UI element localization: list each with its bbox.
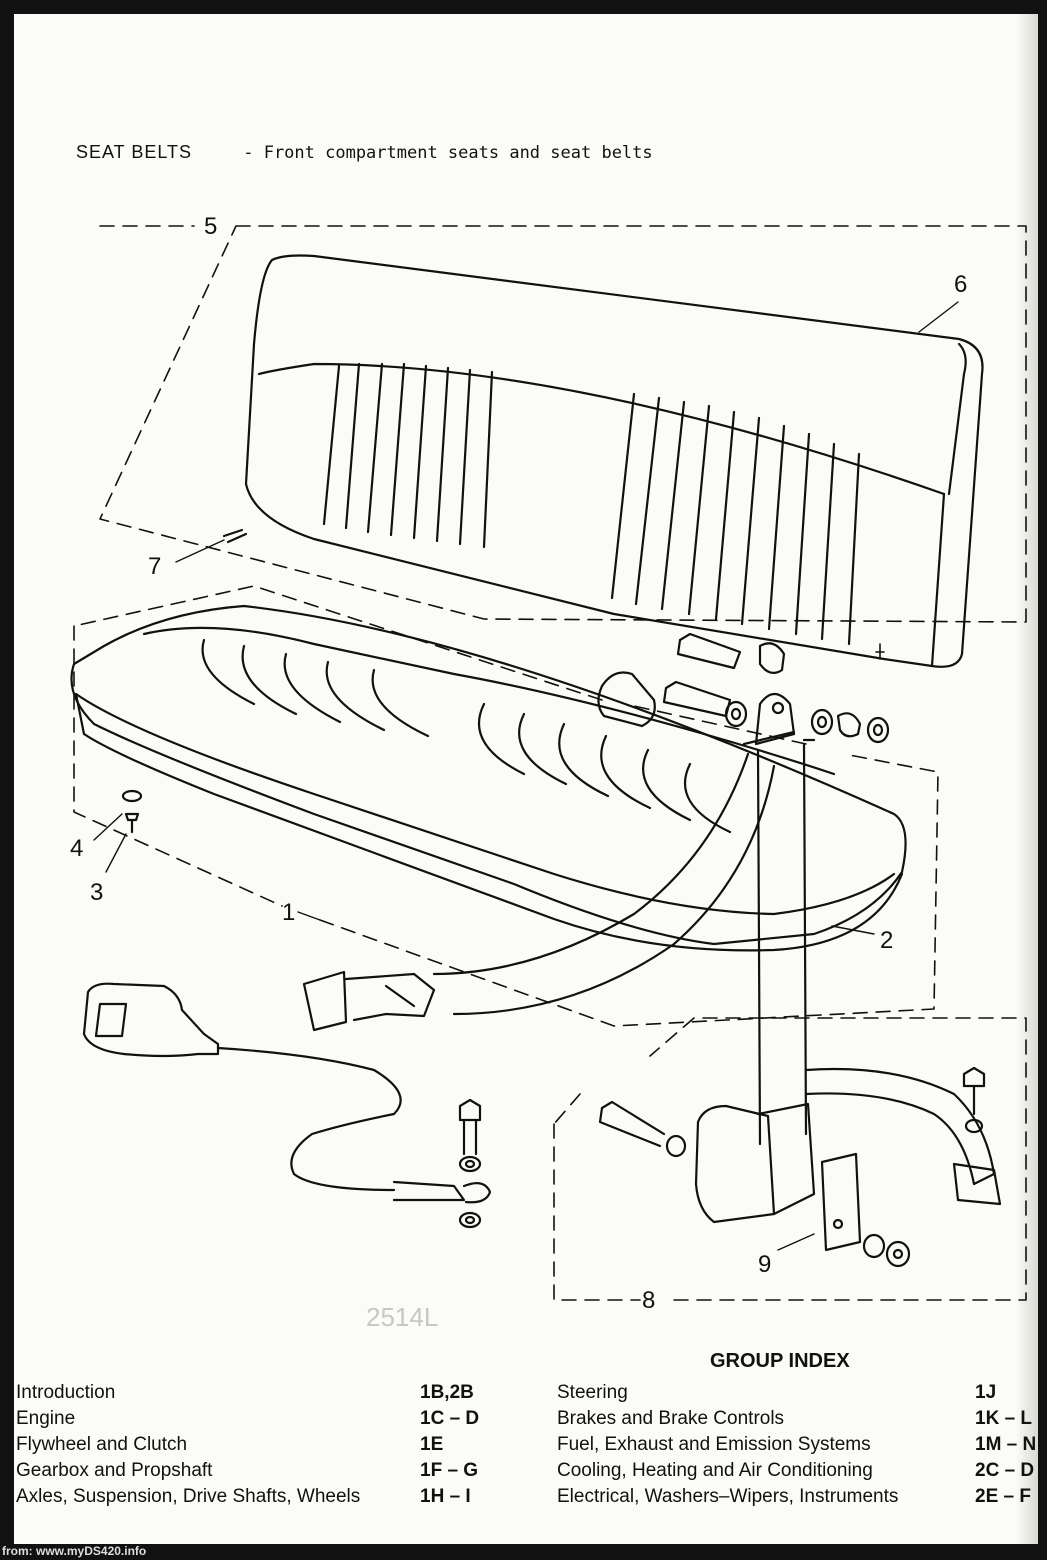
index-entry-label: Steering (557, 1382, 628, 1403)
index-entry-code: 1K – L (975, 1408, 1033, 1429)
drawing-number-stamp: 2514L (366, 1302, 439, 1332)
index-entry[interactable]: Flywheel and Clutch 1E (16, 1432, 496, 1458)
group-5-outline (99, 225, 1027, 623)
callout-2: 2 (880, 927, 893, 954)
index-entry[interactable]: Brakes and Brake Controls 1K – L (557, 1406, 1037, 1432)
page-edge-shadow (1016, 14, 1038, 1544)
group-index-right-column: Steering 1J Brakes and Brake Controls 1K –… (557, 1380, 1037, 1510)
index-entry-label: Brakes and Brake Controls (557, 1408, 785, 1429)
callout-7: 7 (148, 553, 161, 580)
index-entry-code: 1M – N (975, 1434, 1037, 1455)
index-entry[interactable]: Gearbox and Propshaft 1F – G (16, 1458, 496, 1484)
callout-6: 6 (954, 271, 967, 298)
index-entry[interactable]: Electrical, Washers–Wipers, Instruments 2… (557, 1484, 1037, 1510)
buckle-stalk (82, 982, 492, 1204)
index-entry-label: Fuel, Exhaust and Emission Systems (557, 1434, 871, 1455)
manual-page: SEAT BELTS - Front compartment seats and… (14, 14, 1038, 1544)
index-entry[interactable]: Cooling, Heating and Air Conditioning 2C … (557, 1458, 1037, 1484)
callout-1: 1 (282, 899, 295, 926)
callout-3: 3 (90, 879, 103, 906)
index-entry-label: Flywheel and Clutch (16, 1434, 188, 1455)
washer-and-bolt-3-4 (121, 789, 143, 834)
index-entry-code: 2E – F (975, 1486, 1031, 1507)
stalk-bolt-washers (458, 1098, 482, 1229)
index-entry-code: 1E (420, 1434, 444, 1455)
index-entry-label: Electrical, Washers–Wipers, Instruments (557, 1486, 899, 1507)
source-watermark: from: www.myDS420.info (2, 1544, 147, 1558)
anchor-hardware (597, 632, 890, 746)
index-entry[interactable]: Axles, Suspension, Drive Shafts, Wheels 1… (16, 1484, 496, 1510)
index-entry-label: Cooling, Heating and Air Conditioning (557, 1460, 873, 1481)
seat-back (244, 254, 984, 668)
group-8-outline (553, 1017, 1027, 1301)
section-subtitle: - Front compartment seats and seat belts (243, 143, 653, 163)
index-entry-label: Axles, Suspension, Drive Shafts, Wheels (16, 1486, 361, 1507)
index-entry-code: 1B,2B (420, 1382, 474, 1403)
page-header: SEAT BELTS - Front compartment seats and… (76, 142, 653, 163)
exploded-parts-diagram: 5 6 7 4 3 1 2 9 8 (70, 213, 1027, 1314)
callout-4: 4 (70, 835, 83, 862)
callout-5: 5 (204, 213, 217, 240)
leader-lines (93, 301, 959, 1251)
index-entry-label: Introduction (16, 1382, 116, 1403)
retractor-reel (598, 1100, 911, 1268)
index-entry-code: 2C – D (975, 1460, 1035, 1481)
index-entry-code: 1H – I (420, 1486, 471, 1507)
lap-belt (302, 752, 776, 1032)
index-entry[interactable]: Introduction 1B,2B (16, 1380, 496, 1406)
screw-7 (222, 528, 248, 544)
seat-cushion (70, 604, 907, 952)
callout-9: 9 (758, 1251, 771, 1278)
index-entry-code: 1F – G (420, 1460, 479, 1481)
index-entry[interactable]: Fuel, Exhaust and Emission Systems 1M – N (557, 1432, 1037, 1458)
section-title: SEAT BELTS (76, 142, 193, 162)
index-entry-code: 1C – D (420, 1408, 480, 1429)
callout-8: 8 (642, 1287, 655, 1314)
group-1-outline (73, 585, 939, 1027)
lower-anchor-strap (804, 1066, 1002, 1206)
group-index-left-column: Introduction 1B,2B Engine 1C – D Flywheel … (16, 1380, 496, 1510)
index-entry-code: 1J (975, 1382, 997, 1403)
index-entry-label: Gearbox and Propshaft (16, 1460, 213, 1481)
index-entry[interactable]: Engine 1C – D (16, 1406, 496, 1432)
group-index-title: GROUP INDEX (710, 1350, 850, 1372)
index-entry[interactable]: Steering 1J (557, 1380, 1037, 1406)
index-entry-label: Engine (16, 1408, 76, 1429)
